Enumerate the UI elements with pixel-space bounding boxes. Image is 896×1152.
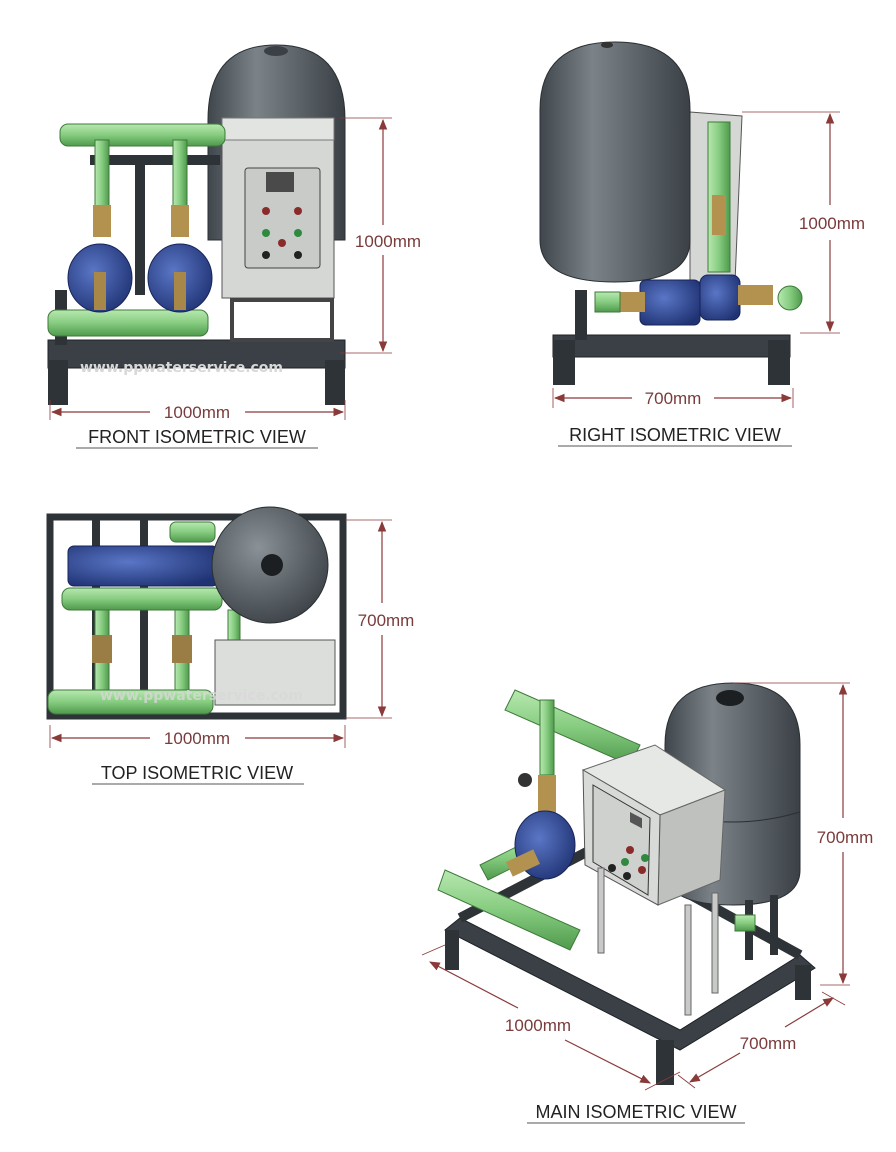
right-view: 1000mm 700mm RIGHT ISOMETRIC VIEW [539, 41, 865, 447]
view-title: FRONT ISOMETRIC VIEW [88, 427, 306, 447]
control-box [221, 117, 335, 342]
top-view: www.ppwaterservice.com 700mm 1000mm TOP … [46, 506, 415, 785]
depth-label: 700mm [358, 611, 415, 630]
watermark: www.ppwaterservice.com [100, 688, 303, 704]
control-box [214, 639, 336, 706]
main-view: 700mm 1000mm 700mm MAIN ISOMETRIC VIEW [421, 682, 874, 1124]
pipe-manifold [47, 521, 241, 715]
height-label: 1000mm [355, 232, 421, 251]
view-title: RIGHT ISOMETRIC VIEW [569, 425, 781, 445]
length-label: 1000mm [505, 1016, 571, 1035]
view-title: TOP ISOMETRIC VIEW [101, 763, 293, 783]
pump [67, 243, 213, 313]
pressure-tank [211, 506, 329, 624]
width-label: 1000mm [164, 729, 230, 748]
height-label: 1000mm [799, 214, 865, 233]
height-dimension: 1000mm [340, 117, 421, 354]
watermark: www.ppwaterservice.com [80, 360, 283, 376]
control-box [689, 111, 743, 283]
height-dimension: 700mm [733, 682, 874, 986]
pipe-manifold [47, 123, 226, 337]
pump [67, 545, 219, 587]
width-dimension: 700mm [552, 388, 794, 408]
control-box [581, 744, 727, 1016]
width-dimension: 1000mm [49, 400, 346, 422]
length-dimension: 1000mm [421, 944, 681, 1091]
pump [506, 810, 576, 880]
height-label: 700mm [817, 828, 874, 847]
view-title: MAIN ISOMETRIC VIEW [535, 1102, 736, 1122]
width-label: 700mm [645, 389, 702, 408]
front-view: www.ppwaterservice.com 1000mm 1000mm FRO… [47, 44, 421, 449]
pressure-tank [539, 41, 691, 283]
pump [594, 274, 803, 326]
depth-dimension: 700mm [677, 991, 846, 1089]
width-dimension: 1000mm [49, 725, 346, 748]
depth-dimension: 700mm [345, 519, 415, 719]
depth-label: 700mm [740, 1034, 797, 1053]
base-frame [552, 290, 791, 385]
height-dimension: 1000mm [742, 111, 865, 334]
width-label: 1000mm [164, 403, 230, 422]
